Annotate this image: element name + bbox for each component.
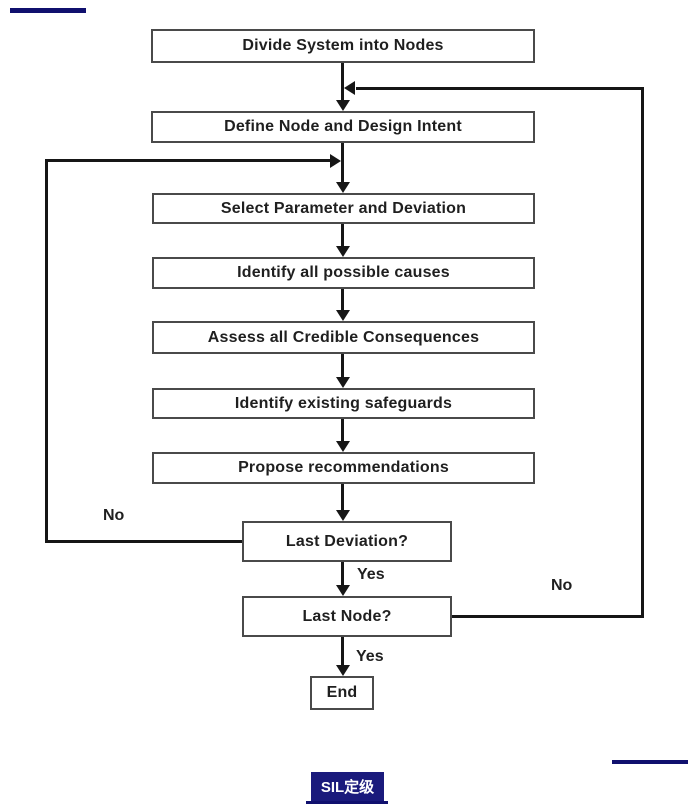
edge-label-last-deviation-no: No xyxy=(103,507,125,524)
arrowhead-left-icon xyxy=(344,81,355,95)
flow-node-assess-consequences: Assess all Credible Consequences xyxy=(152,321,535,354)
edge-label-last-deviation-yes: Yes xyxy=(357,566,385,583)
bottom-right-rule xyxy=(612,760,688,764)
arrowhead-down-icon xyxy=(336,377,350,388)
arrowhead-right-icon xyxy=(330,154,341,168)
arrowhead-down-icon xyxy=(336,510,350,521)
loop-right-bottom-segment xyxy=(452,615,644,618)
arrowhead-down-icon xyxy=(336,441,350,452)
connector-last-deviation-to-last-node xyxy=(341,562,344,587)
sil-rating-link[interactable]: SIL定级 xyxy=(311,772,384,801)
flow-node-select-parameter: Select Parameter and Deviation xyxy=(152,193,535,224)
arrowhead-down-icon xyxy=(336,585,350,596)
edge-label-last-node-no: No xyxy=(551,577,573,594)
arrowhead-down-icon xyxy=(336,665,350,676)
connector-select-to-causes xyxy=(341,224,344,248)
edge-label-last-node-yes: Yes xyxy=(356,648,384,665)
connector-define-to-select xyxy=(341,143,344,184)
flow-node-divide-system: Divide System into Nodes xyxy=(151,29,535,63)
arrowhead-down-icon xyxy=(336,246,350,257)
flow-node-end: End xyxy=(310,676,374,710)
flow-node-define-node: Define Node and Design Intent xyxy=(151,111,535,143)
sil-rating-link-underline xyxy=(306,801,388,804)
top-left-rule xyxy=(10,8,86,13)
connector-last-node-to-end xyxy=(341,637,344,667)
connector-causes-to-consequences xyxy=(341,289,344,312)
connector-consequences-to-safeguards xyxy=(341,354,344,379)
arrowhead-down-icon xyxy=(336,100,350,111)
loop-right-vertical-rail xyxy=(641,87,644,618)
flow-node-identify-causes: Identify all possible causes xyxy=(152,257,535,289)
flow-node-propose-recommendations: Propose recommendations xyxy=(152,452,535,484)
flow-node-identify-safeguards: Identify existing safeguards xyxy=(152,388,535,419)
loop-left-vertical-rail xyxy=(45,159,48,543)
connector-divide-to-define xyxy=(341,63,344,102)
flow-node-last-node: Last Node? xyxy=(242,596,452,637)
loop-right-top-segment xyxy=(356,87,644,90)
connector-recommendations-to-last-deviation xyxy=(341,484,344,512)
loop-left-top-segment xyxy=(45,159,330,162)
arrowhead-down-icon xyxy=(336,310,350,321)
loop-left-bottom-segment xyxy=(45,540,242,543)
flow-node-last-deviation: Last Deviation? xyxy=(242,521,452,562)
arrowhead-down-icon xyxy=(336,182,350,193)
connector-safeguards-to-recommendations xyxy=(341,419,344,443)
